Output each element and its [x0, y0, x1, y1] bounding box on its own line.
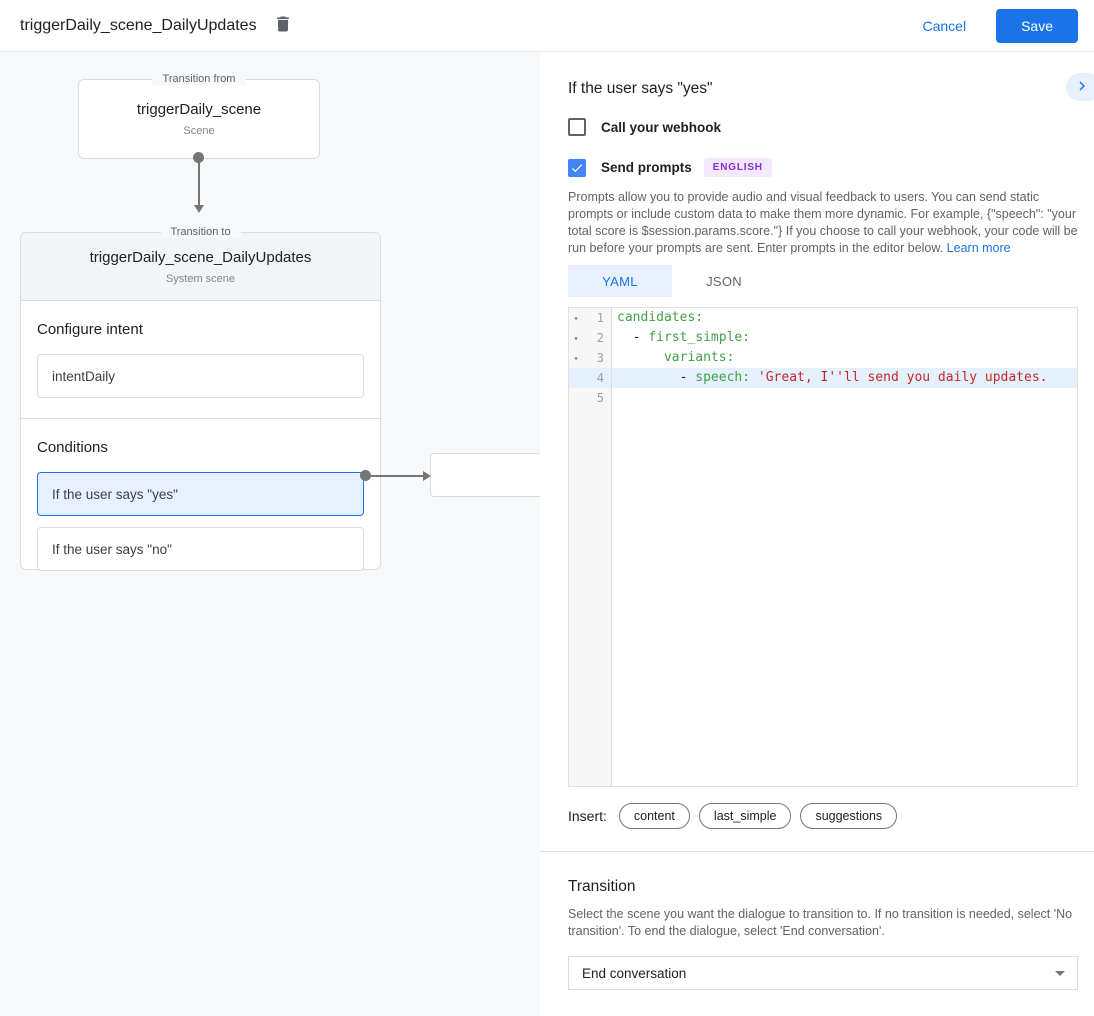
editor-gutter: ▾ 1 ▾ 2 ▾ 3 4	[569, 308, 612, 786]
fold-arrow-icon[interactable]: ▾	[573, 333, 579, 343]
line-number: 2	[596, 331, 604, 345]
yaml-plain	[617, 350, 664, 365]
yaml-code-editor[interactable]: ▾ 1 ▾ 2 ▾ 3 4	[568, 307, 1078, 787]
transition-select[interactable]: End conversation	[568, 956, 1078, 990]
line-number: 5	[596, 391, 604, 405]
cancel-button[interactable]: Cancel	[922, 17, 967, 34]
webhook-checkbox-row[interactable]: Call your webhook	[568, 118, 1078, 136]
to-node-subtitle: System scene	[165, 272, 236, 285]
connector-line-vertical	[198, 157, 200, 206]
checkmark-icon	[570, 161, 584, 175]
line-number: 4	[596, 371, 604, 385]
yaml-key: candidates:	[617, 310, 704, 325]
panel-title: If the user says "yes"	[568, 80, 713, 97]
yaml-plain: -	[617, 370, 696, 385]
send-prompts-checkbox[interactable]	[568, 158, 586, 177]
scene-card-header: triggerDaily_scene_DailyUpdates System s…	[21, 233, 380, 301]
code-line: - first_simple:	[612, 328, 1077, 348]
arrowhead-down-icon	[194, 205, 204, 213]
line-number: 1	[596, 311, 604, 325]
insert-chip-suggestions[interactable]: suggestions	[800, 803, 898, 829]
code-line: candidates:	[612, 308, 1077, 328]
code-line: variants:	[612, 348, 1077, 368]
conditions-heading: Conditions	[37, 439, 108, 456]
configure-intent-heading: Configure intent	[37, 321, 143, 338]
condition-detail-panel: If the user says "yes" Call your webhook	[540, 52, 1094, 1016]
insert-chip-content[interactable]: content	[618, 803, 690, 829]
yaml-key: speech:	[695, 370, 758, 385]
configure-intent-section: Configure intent intentDaily	[21, 301, 380, 419]
gutter-row: 5	[569, 388, 611, 408]
editor-code-area[interactable]: candidates: - first_simple: variants: - …	[612, 308, 1077, 786]
gutter-row: ▾ 3	[569, 348, 611, 368]
transition-from-legend: Transition from	[152, 73, 246, 85]
language-badge: ENGLISH	[703, 158, 772, 177]
chevron-right-icon	[1073, 77, 1091, 98]
gutter-row: ▾ 1	[569, 308, 611, 328]
scene-diagram-canvas: Transition from triggerDaily_scene Scene…	[0, 52, 540, 1016]
insert-label: Insert:	[568, 808, 607, 824]
webhook-checkbox-label: Call your webhook	[601, 119, 722, 135]
send-prompts-checkbox-label: Send prompts	[601, 160, 692, 175]
top-bar: triggerDaily_scene_DailyUpdates Cancel S…	[0, 0, 1094, 52]
connector-dot	[360, 470, 371, 481]
gutter-row: ▾ 2	[569, 328, 611, 348]
insert-chip-last-simple[interactable]: last_simple	[698, 803, 792, 829]
prompts-section: If the user says "yes" Call your webhook	[540, 52, 1094, 851]
transition-to-legend: Transition to	[160, 226, 241, 238]
fold-arrow-icon[interactable]: ▾	[573, 353, 579, 363]
transition-section: Transition Select the scene you want the…	[540, 852, 1094, 990]
transition-to-card: Transition to triggerDaily_scene_DailyUp…	[20, 226, 381, 571]
yaml-plain: -	[617, 330, 649, 345]
page-title: triggerDaily_scene_DailyUpdates	[20, 16, 257, 34]
dropdown-caret-icon	[1055, 970, 1065, 976]
save-button[interactable]: Save	[996, 8, 1078, 43]
section-divider	[540, 851, 1094, 852]
arrowhead-right-icon	[423, 471, 431, 481]
condition-item-no[interactable]: If the user says "no"	[37, 527, 364, 571]
transition-target-node[interactable]	[430, 453, 540, 497]
connector-line-horizontal	[371, 475, 423, 477]
collapse-panel-button[interactable]	[1066, 73, 1094, 101]
editor-format-tabs: YAML JSON	[568, 265, 1078, 297]
prompts-description-text: Prompts allow you to provide audio and v…	[568, 190, 1078, 255]
conditions-section: Conditions If the user says "yes" If the…	[21, 419, 380, 571]
line-number: 3	[596, 351, 604, 365]
transition-from-node[interactable]: Transition from triggerDaily_scene Scene	[78, 73, 320, 159]
prompts-description: Prompts allow you to provide audio and v…	[568, 189, 1078, 257]
code-line: - speech: 'Great, I''ll send you daily u…	[612, 368, 1077, 388]
transition-heading: Transition	[568, 878, 636, 895]
fold-arrow-icon[interactable]: ▾	[573, 313, 579, 323]
tab-yaml[interactable]: YAML	[568, 265, 672, 297]
to-node-title: triggerDaily_scene_DailyUpdates	[89, 248, 312, 266]
intent-item[interactable]: intentDaily	[37, 354, 364, 398]
from-node-subtitle: Scene	[183, 125, 215, 137]
transition-description: Select the scene you want the dialogue t…	[568, 907, 1073, 938]
condition-item-yes[interactable]: If the user says "yes"	[37, 472, 364, 516]
trash-icon	[273, 14, 293, 37]
learn-more-link[interactable]: Learn more	[946, 241, 1011, 255]
delete-scene-button[interactable]	[273, 14, 293, 37]
send-prompts-checkbox-row[interactable]: Send prompts ENGLISH	[568, 158, 1078, 177]
tab-json[interactable]: JSON	[672, 265, 776, 297]
yaml-key: variants:	[663, 350, 735, 365]
gutter-row: 4	[569, 368, 611, 388]
webhook-checkbox[interactable]	[568, 118, 586, 136]
insert-row: Insert: content last_simple suggestions	[568, 803, 1078, 829]
yaml-string: 'Great, I''ll send you daily updates.	[757, 370, 1048, 385]
transition-select-value: End conversation	[582, 965, 687, 981]
code-line	[612, 388, 1077, 408]
from-node-title: triggerDaily_scene	[136, 101, 262, 118]
yaml-key: first_simple:	[648, 330, 751, 345]
